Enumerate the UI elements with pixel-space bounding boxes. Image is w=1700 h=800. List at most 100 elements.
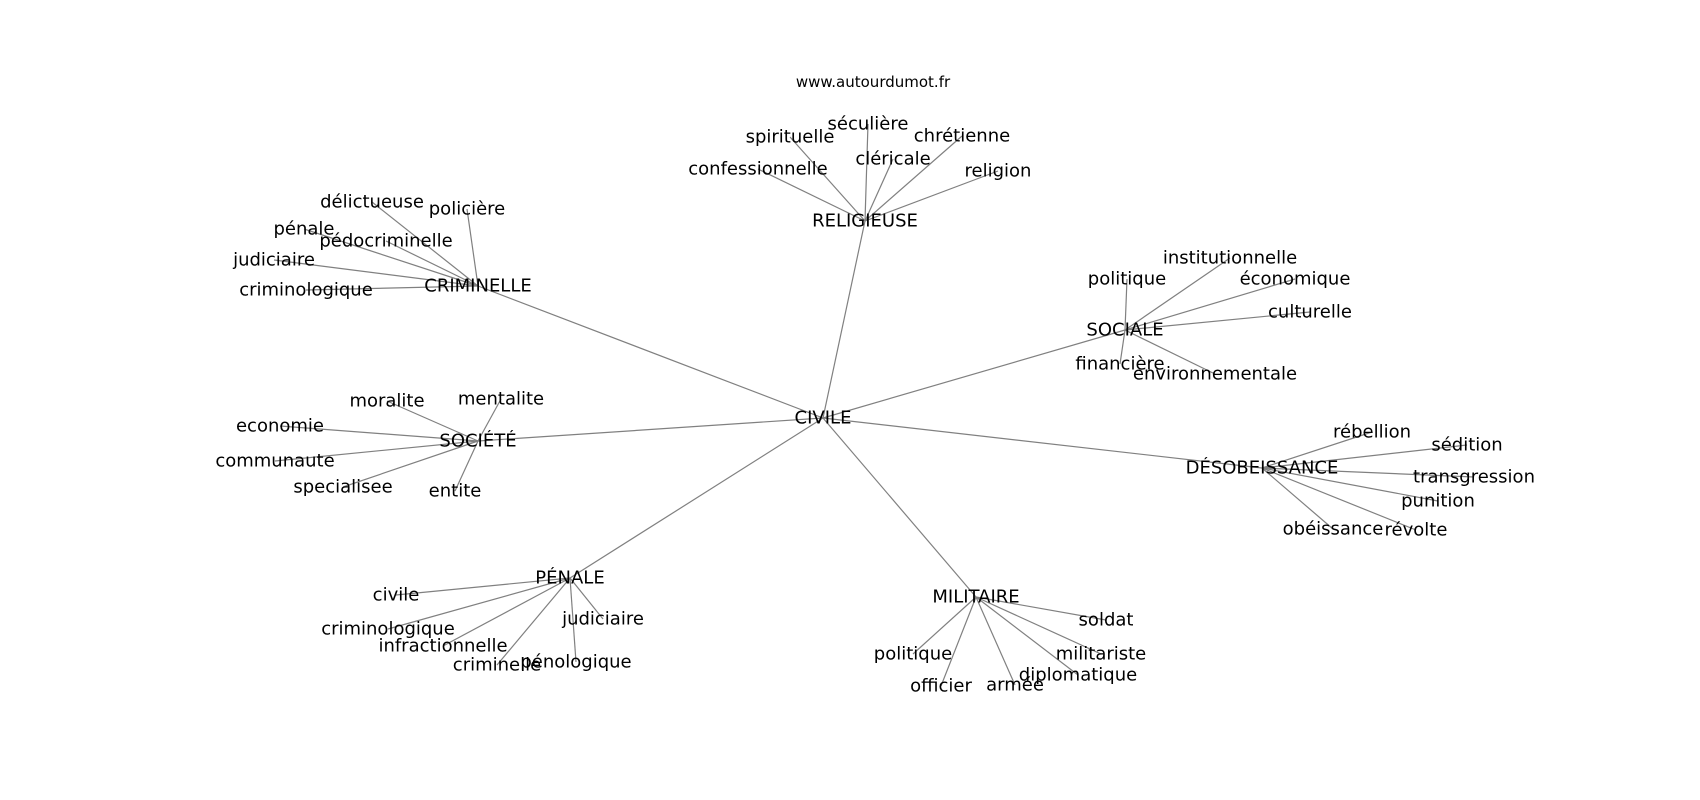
edge-militaire-militariste — [975, 596, 1102, 655]
edge-desobeissance-sedition — [1261, 444, 1468, 469]
word-node-officier: officier — [910, 676, 972, 697]
word-node-clericale: cléricale — [855, 149, 930, 170]
edge-criminelle-criminologique — [305, 285, 479, 291]
word-node-moralite: moralite — [349, 391, 424, 412]
word-node-institutionnelle: institutionnelle — [1163, 248, 1297, 269]
word-node-economique: économique — [1240, 269, 1351, 290]
hub-node-militaire: MILITAIRE — [932, 587, 1019, 608]
word-node-financiere: financière — [1075, 354, 1164, 375]
edge-militaire-politique — [912, 596, 977, 655]
word-node-penologique: pénologique — [520, 652, 631, 673]
edge-sociale-institutionnelle — [1124, 257, 1231, 331]
word-node-confessionnelle: confessionnelle — [688, 159, 827, 180]
word-node-policiere: policière — [429, 199, 506, 220]
edge-civile-militaire — [822, 417, 977, 598]
edge-societe-communaute — [274, 440, 479, 462]
edge-religieuse-religion — [864, 170, 999, 222]
edge-criminelle-policiere — [466, 208, 479, 287]
word-node-mentalite: mentalite — [458, 389, 544, 410]
hub-node-criminelle: CRIMINELLE — [424, 276, 532, 297]
edge-societe-specialisee — [342, 440, 479, 488]
center-node-label: CIVILE — [795, 408, 852, 429]
edge-civile-societe — [477, 417, 824, 442]
word-node-armee: armée — [986, 675, 1044, 696]
word-node-criminologique: criminologique — [321, 619, 455, 640]
edge-sociale-environnementale — [1124, 329, 1216, 375]
hub-node-societe: SOCIÉTÉ — [439, 430, 516, 452]
word-node-entite: entite — [429, 481, 482, 502]
edge-militaire-soldat — [975, 596, 1107, 621]
word-node-transgression: transgression — [1413, 467, 1535, 488]
word-node-judiciaire: judiciaire — [561, 609, 644, 630]
edge-sociale-politique — [1124, 278, 1128, 331]
word-node-obeissance: obéissance — [1283, 519, 1384, 540]
edge-civile-religieuse — [822, 220, 866, 419]
word-node-communaute: communaute — [215, 451, 334, 472]
edge-sociale-economique — [1124, 278, 1296, 331]
word-node-judiciaire: judiciaire — [232, 250, 315, 271]
word-node-specialisee: specialisee — [293, 477, 392, 498]
edge-religieuse-confessionnelle — [757, 168, 866, 222]
edge-desobeissance-obeissance — [1261, 467, 1334, 530]
edge-sociale-culturelle — [1124, 311, 1311, 331]
word-node-delictueuse: délictueuse — [320, 192, 424, 213]
word-node-soldat: soldat — [1079, 610, 1134, 631]
hub-node-sociale: SOCIALE — [1086, 320, 1163, 341]
word-node-penale: pénale — [273, 219, 334, 240]
edge-civile-desobeissance — [822, 417, 1263, 469]
word-node-revolte: révolte — [1385, 520, 1448, 541]
word-node-civile: civile — [373, 585, 420, 606]
edge-societe-moralite — [386, 400, 479, 442]
edge-societe-mentalite — [477, 398, 502, 442]
edge-penale-penologique — [569, 577, 577, 663]
word-node-diplomatique: diplomatique — [1019, 665, 1137, 686]
edge-criminelle-penale — [303, 228, 479, 287]
word-node-infractionnelle: infractionnelle — [378, 636, 507, 657]
word-node-politique: politique — [874, 644, 952, 665]
edge-desobeissance-punition — [1261, 467, 1439, 502]
edge-civile-penale — [569, 417, 824, 579]
word-node-spirituelle: spirituelle — [746, 127, 835, 148]
edge-civile-sociale — [822, 329, 1126, 419]
word-node-punition: punition — [1401, 491, 1475, 512]
edge-militaire-diplomatique — [975, 596, 1079, 676]
word-node-rebellion: rébellion — [1333, 422, 1411, 443]
edge-civile-criminelle — [477, 285, 824, 419]
edge-penale-criminologique — [387, 577, 571, 630]
word-node-chretienne: chrétienne — [914, 126, 1010, 147]
hub-node-religieuse: RELIGIEUSE — [812, 211, 918, 232]
edge-religieuse-chretienne — [864, 135, 963, 222]
site-watermark: www.autourdumot.fr — [796, 73, 951, 91]
word-node-criminologique: criminologique — [239, 280, 373, 301]
word-node-criminelle: criminelle — [453, 655, 541, 676]
edge-penale-infractionnelle — [442, 577, 571, 647]
word-node-seculiere: séculière — [828, 114, 909, 135]
hub-node-penale: PÉNALE — [535, 567, 604, 589]
edges — [273, 123, 1475, 687]
word-node-pedocriminelle: pédocriminelle — [319, 231, 452, 252]
edge-religieuse-spirituelle — [789, 136, 866, 222]
edge-desobeissance-revolte — [1261, 467, 1417, 531]
edge-desobeissance-transgression — [1261, 467, 1475, 478]
edge-criminelle-delictueuse — [371, 201, 479, 287]
edge-sociale-financiere — [1119, 329, 1126, 365]
edge-religieuse-clericale — [864, 158, 894, 222]
word-node-militariste: militariste — [1056, 644, 1147, 665]
word-node-religion: religion — [965, 161, 1032, 182]
hub-node-desobeissance: DÉSOBEISSANCE — [1186, 457, 1339, 479]
edge-criminelle-judiciaire — [273, 259, 479, 287]
word-node-environnementale: environnementale — [1133, 364, 1297, 385]
edge-penale-civile — [395, 577, 571, 596]
edge-desobeissance-rebellion — [1261, 431, 1373, 469]
edge-militaire-armee — [975, 596, 1016, 686]
edge-penale-judiciaire — [569, 577, 604, 620]
edge-societe-economie — [279, 425, 479, 442]
word-node-politique: politique — [1088, 269, 1166, 290]
word-node-economie: economie — [236, 416, 324, 437]
word-node-culturelle: culturelle — [1268, 302, 1352, 323]
edge-militaire-officier — [940, 596, 977, 687]
word-node-sedition: sédition — [1431, 435, 1502, 456]
edge-societe-entite — [454, 440, 479, 492]
